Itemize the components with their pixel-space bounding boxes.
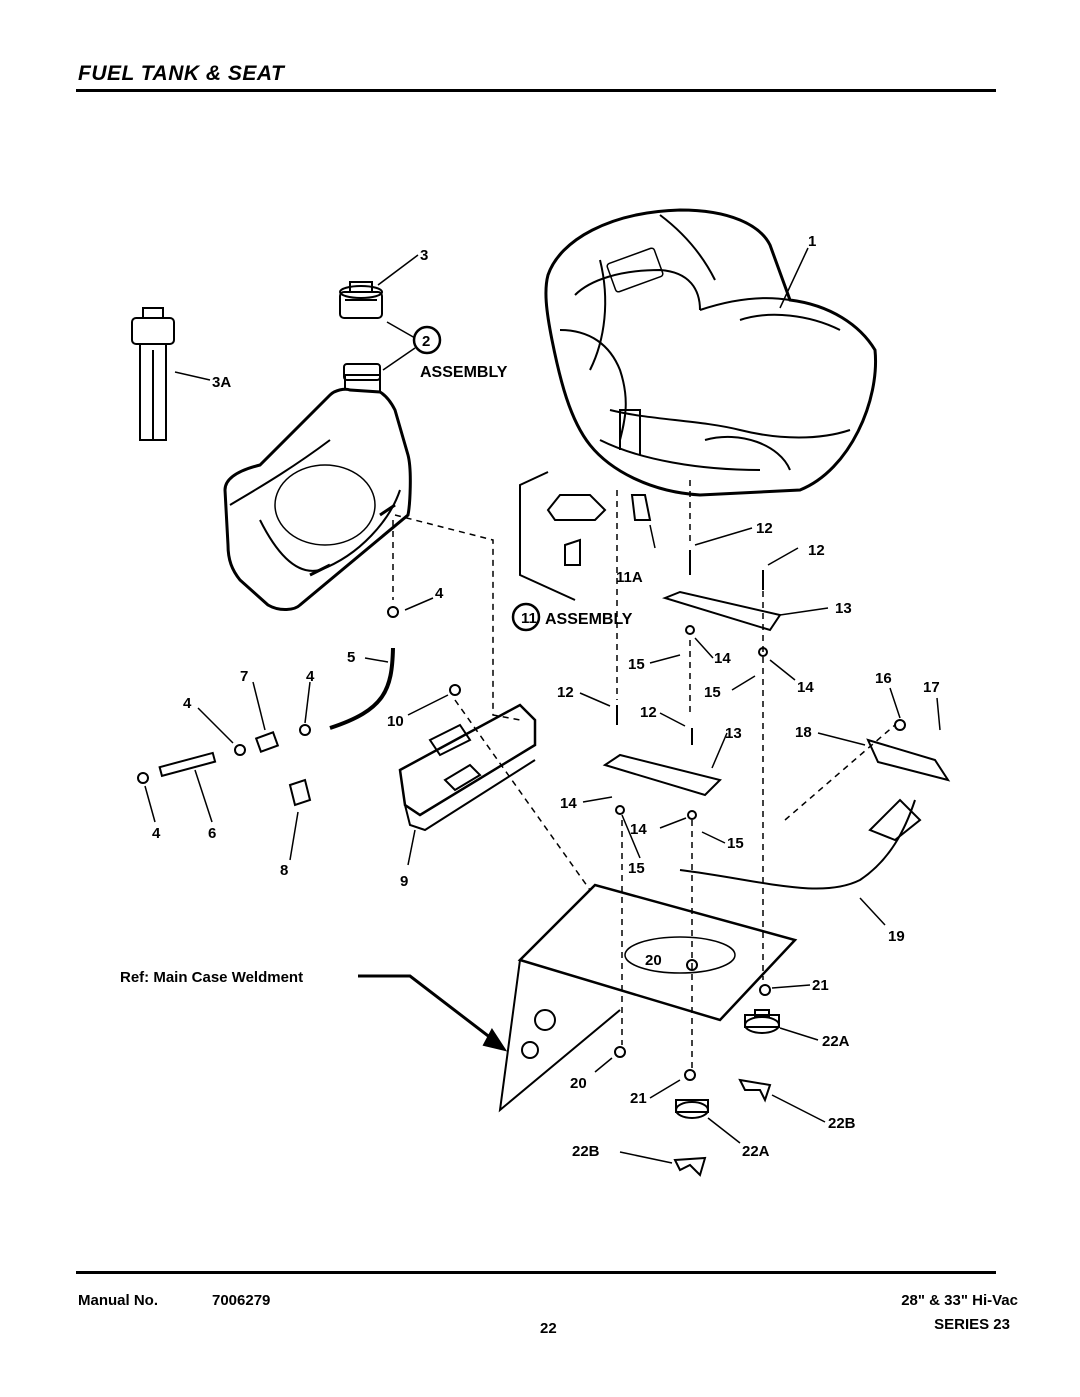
callout-5: 5 xyxy=(347,649,355,666)
callout-4-c: 4 xyxy=(152,825,161,842)
assembly-11-label: ASSEMBLY xyxy=(545,611,633,628)
fuel-tank-illustration xyxy=(223,363,412,611)
callout-15-d: 15 xyxy=(628,860,645,877)
callout-14-c: 14 xyxy=(560,795,577,812)
callout-14-b: 14 xyxy=(797,679,814,696)
callout-18: 18 xyxy=(795,724,812,741)
fuel-cap-illustration xyxy=(339,281,383,319)
fuel-line-5 xyxy=(329,647,395,730)
callout-22b-b: 22B xyxy=(572,1143,600,1160)
callout-9: 9 xyxy=(400,873,408,890)
callout-20-a: 20 xyxy=(645,952,662,969)
page-title: FUEL TANK & SEAT xyxy=(78,62,285,85)
callout-4-b: 4 xyxy=(183,695,192,712)
fuel-hose-6 xyxy=(158,751,217,778)
callout-3: 3 xyxy=(420,247,428,264)
assembly-2-label: ASSEMBLY xyxy=(420,364,508,381)
callout-12-d: 12 xyxy=(640,704,657,721)
knob-22a-lower xyxy=(675,1099,709,1119)
manual-label: Manual No. xyxy=(78,1292,159,1309)
seat-cable-19 xyxy=(679,799,916,890)
callout-22a-a: 22A xyxy=(822,1033,850,1050)
callout-15-b: 15 xyxy=(704,684,721,701)
leader-lines xyxy=(144,247,941,1164)
callout-13-b: 13 xyxy=(725,725,742,742)
callout-21-b: 21 xyxy=(630,1090,647,1107)
knob-22b-lower xyxy=(673,1156,707,1177)
ref-arrow xyxy=(358,974,501,1047)
knob-22b-right xyxy=(738,1078,772,1103)
main-case-weldment xyxy=(498,883,798,1113)
callout-11a: 11A xyxy=(616,569,643,586)
manual-number: 7006279 xyxy=(212,1292,271,1309)
tank-bracket-illustration xyxy=(398,703,537,832)
fuel-gauge-illustration xyxy=(131,307,175,441)
hardware-parts xyxy=(137,494,906,1081)
assembly-2-number: 2 xyxy=(422,333,430,350)
assembly-11-number: 11 xyxy=(521,610,537,627)
callout-17: 17 xyxy=(923,679,940,696)
callout-4-tank: 4 xyxy=(435,585,444,602)
callout-3a: 3A xyxy=(212,374,231,391)
model-name: 28" & 33" Hi-Vac xyxy=(901,1292,1018,1309)
series-label: SERIES 23 xyxy=(934,1316,1010,1333)
callout-13-a: 13 xyxy=(835,600,852,617)
seat-illustration xyxy=(544,208,878,497)
fuel-filter-7 xyxy=(254,731,280,753)
bracket-13-lower xyxy=(602,753,722,797)
footer-rule xyxy=(76,1271,996,1274)
callout-12-a: 12 xyxy=(756,520,773,537)
callout-12-c: 12 xyxy=(557,684,574,701)
shutoff-valve-8 xyxy=(288,778,312,807)
bracket-18 xyxy=(866,738,951,782)
callout-22a-b: 22A xyxy=(742,1143,770,1160)
callout-15-c: 15 xyxy=(727,835,744,852)
callout-7: 7 xyxy=(240,668,248,685)
header-rule xyxy=(76,89,996,92)
assembly-11-circle xyxy=(511,602,541,632)
callout-4-a: 4 xyxy=(306,668,315,685)
callout-20-b: 20 xyxy=(570,1075,587,1092)
knob-22a-right xyxy=(744,1009,780,1034)
callout-14-d: 14 xyxy=(630,821,647,838)
dashed-guides xyxy=(392,480,896,1070)
callout-15-a: 15 xyxy=(628,656,645,673)
page-number: 22 xyxy=(540,1320,557,1337)
callout-8: 8 xyxy=(280,862,288,879)
assembly-11-bracket xyxy=(519,471,576,601)
callout-16: 16 xyxy=(875,670,892,687)
ref-main-case-label: Ref: Main Case Weldment xyxy=(120,969,303,986)
callout-12-b: 12 xyxy=(808,542,825,559)
assembly-2-circle xyxy=(412,325,442,355)
callout-19: 19 xyxy=(888,928,905,945)
callout-10: 10 xyxy=(387,713,404,730)
callout-6: 6 xyxy=(208,825,216,842)
callout-22b-a: 22B xyxy=(828,1115,856,1132)
callout-14-a: 14 xyxy=(714,650,731,667)
callout-1: 1 xyxy=(808,233,816,250)
callout-21-a: 21 xyxy=(812,977,829,994)
